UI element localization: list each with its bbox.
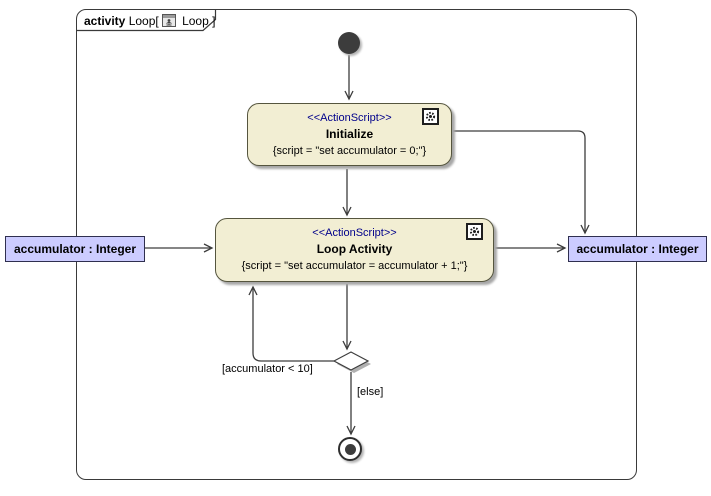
edge-initialize-to-pin-right[interactable] — [453, 130, 590, 235]
final-node-core — [344, 443, 356, 455]
action-script: {script = "set accumulator = 0;"} — [272, 144, 427, 157]
frame-bracket-open: [ — [155, 13, 159, 28]
guard-label-loop[interactable]: [accumulator < 10] — [222, 363, 313, 375]
action-script: {script = "set accumulator = accumulator… — [241, 260, 468, 272]
frame-diagram-name: Loop — [178, 13, 213, 28]
final-node[interactable] — [338, 437, 362, 461]
initial-node[interactable] — [338, 32, 360, 54]
action-loop-activity[interactable]: <<ActionScript>> Loop Activity {script =… — [215, 218, 494, 282]
frame-name: Loop — [125, 13, 156, 28]
action-name: Initialize — [325, 126, 374, 141]
frame-bracket-close: ] — [212, 13, 216, 28]
guard-label-else[interactable]: [else] — [357, 386, 384, 398]
frame-keyword: activity — [84, 13, 126, 28]
decision-node[interactable] — [332, 351, 371, 373]
gear-icon — [422, 108, 439, 125]
output-pin-left[interactable]: accumulator : Integer — [5, 236, 145, 262]
pin-label: accumulator : Integer — [13, 242, 137, 256]
pin-label: accumulator : Integer — [576, 242, 699, 256]
frame-title[interactable]: activity Loop[ Loop ] — [84, 12, 215, 29]
action-initialize[interactable]: <<ActionScript>> Initialize {script = "s… — [247, 103, 452, 166]
edge-decision-loopback[interactable] — [248, 285, 334, 362]
stereotype-label: <<ActionScript>> — [307, 111, 392, 124]
output-pin-right[interactable]: accumulator : Integer — [568, 236, 707, 262]
action-name: Loop Activity — [316, 242, 393, 256]
stereotype-label: <<ActionScript>> — [312, 227, 397, 239]
gear-icon — [466, 223, 483, 240]
activity-diagram-icon — [161, 13, 176, 30]
